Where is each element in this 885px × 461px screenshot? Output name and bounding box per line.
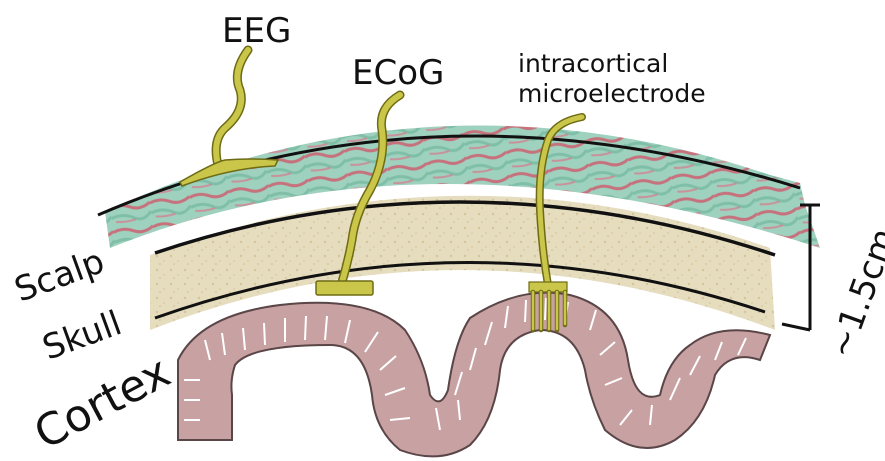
eeg-electrode xyxy=(180,50,278,186)
intracortical-label-line2: microelectrode xyxy=(518,79,706,108)
scale-label: ~1.5cm xyxy=(821,223,885,363)
cortex-layer xyxy=(178,293,770,457)
skull-label: Skull xyxy=(37,303,126,368)
ecog-label: ECoG xyxy=(352,53,444,93)
eeg-label: EEG xyxy=(222,11,291,51)
intracortical-label-line1: intracortical xyxy=(518,49,668,78)
scalp-label: Scalp xyxy=(9,241,109,310)
